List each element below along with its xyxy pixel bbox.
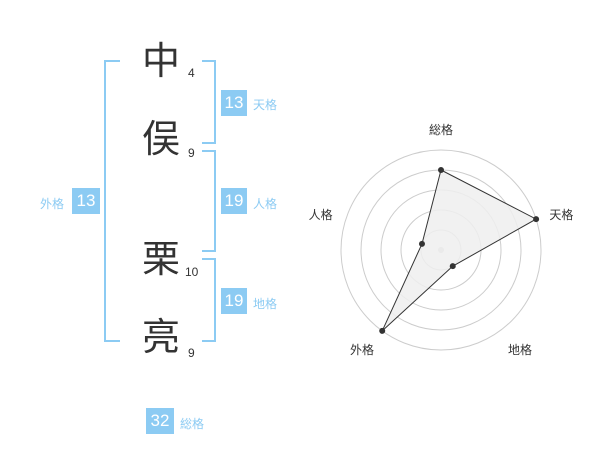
stroke-count-4: 9 [188,346,195,360]
stroke-count-3: 10 [185,265,199,279]
tenkaku-label: 天格 [253,98,278,112]
radar-data-point [379,327,386,334]
radar-axis-label: 総格 [429,122,453,137]
radar-axis-label: 外格 [350,342,374,357]
gaikaku-value: 13 [72,188,100,214]
soukaku-value: 32 [146,408,174,434]
jinkaku-bracket [202,150,216,252]
stroke-count-1: 4 [188,66,195,80]
soukaku-label: 総格 [180,417,205,431]
jinkaku-label: 人格 [253,197,278,211]
radar-data-area [381,169,538,332]
tenkaku-bracket [202,60,216,144]
chikaku-label: 地格 [253,297,278,311]
tenkaku-value: 13 [221,90,247,116]
radar-data-point [449,263,456,270]
gaikaku-label: 外格 [40,197,65,211]
jinkaku-value: 19 [221,188,247,214]
name-char-2: 俣 [142,117,181,161]
radar-axis-label: 天格 [549,207,573,222]
chikaku-bracket [202,258,216,342]
gaikaku-bracket [104,60,120,342]
name-char-1: 中 [142,39,181,83]
radar-data-point [533,216,540,223]
name-char-4: 亮 [142,315,181,359]
radar-axis-label: 地格 [508,342,532,357]
radar-data-point [418,240,425,247]
radar-axis-label: 人格 [309,207,333,222]
radar-grid-ring [340,149,542,351]
stroke-count-2: 9 [188,146,195,160]
chikaku-value: 19 [221,288,247,314]
radar-data-point [438,167,444,173]
name-char-3: 栗 [142,237,181,281]
